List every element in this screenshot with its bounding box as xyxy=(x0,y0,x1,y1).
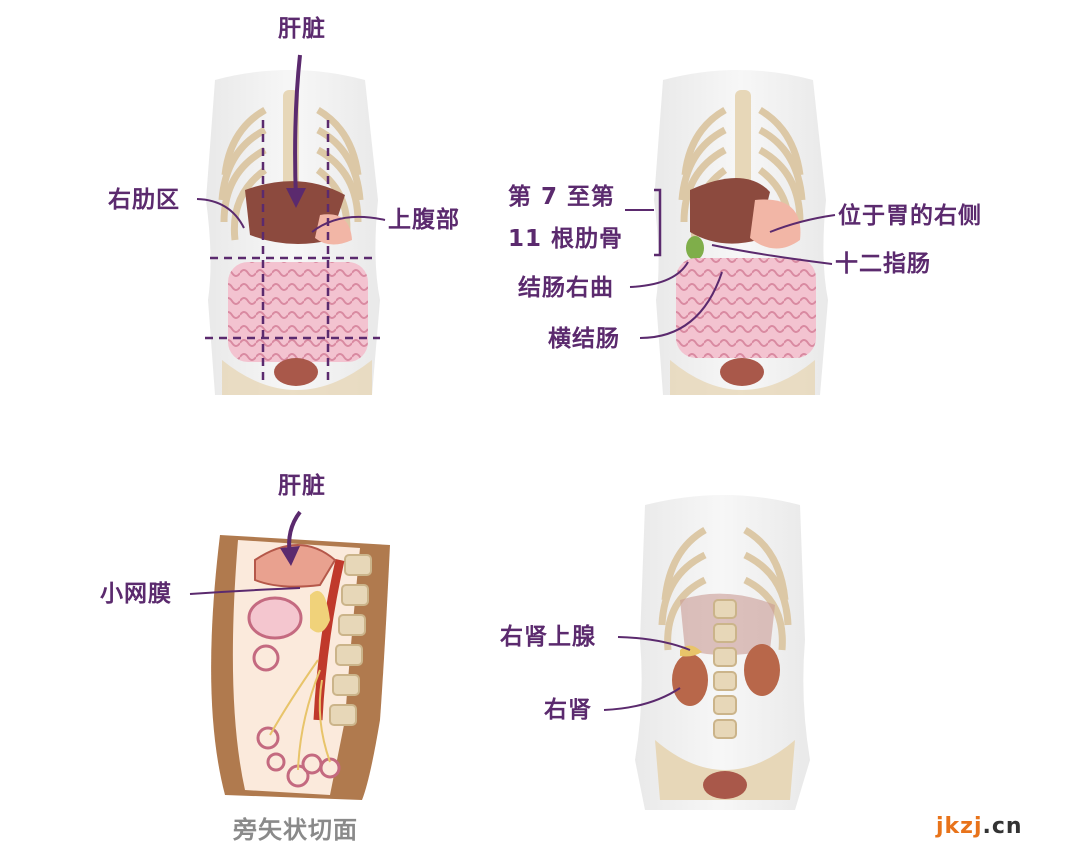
label-ribs-line1: 第 7 至第 xyxy=(508,184,616,210)
right-kidney-shape xyxy=(672,654,708,706)
leader-transverse-colon xyxy=(639,271,723,339)
leader-hepatic-flexure xyxy=(629,261,689,288)
watermark-domain: jkzj xyxy=(936,814,983,839)
panel-sagittal xyxy=(189,510,390,800)
leader-kidney xyxy=(603,687,681,711)
left-kidney-shape xyxy=(744,644,780,696)
label-right-hypochondrium: 右肋区 xyxy=(108,187,180,213)
leader-adrenal xyxy=(617,636,691,651)
stomach-shape-2 xyxy=(750,199,801,249)
pelvis-2 xyxy=(670,360,815,395)
rib-cage-2 xyxy=(678,106,806,241)
watermark-tld: .cn xyxy=(982,814,1023,839)
label-hepatic-flexure: 结肠右曲 xyxy=(518,275,614,301)
label-duodenum: 十二指肠 xyxy=(835,251,931,277)
gallbladder-shape xyxy=(686,236,704,260)
label-liver: 肝脏 xyxy=(278,16,326,42)
mesentery xyxy=(269,659,331,771)
sternum-2 xyxy=(735,90,751,200)
leader-duodenum xyxy=(711,244,833,265)
leader-lesser-omentum xyxy=(189,587,301,595)
bracket-ribs xyxy=(654,188,662,257)
stomach-sagittal xyxy=(247,596,303,640)
rib-cage-3 xyxy=(658,526,792,651)
caption-sagittal-section: 旁矢状切面 xyxy=(233,816,358,844)
region-grid-lines xyxy=(205,120,380,385)
arrow-liver xyxy=(293,54,302,201)
bladder-shape-2 xyxy=(720,358,764,386)
panel-front-regions xyxy=(196,54,386,395)
vertebrae xyxy=(329,554,372,726)
label-liver-sagittal: 肝脏 xyxy=(278,473,326,499)
label-right-of-stomach: 位于胃的右侧 xyxy=(838,203,982,229)
arrow-liver-sagittal-head xyxy=(280,546,300,566)
panel-front-position xyxy=(625,70,836,395)
label-lesser-omentum: 小网膜 xyxy=(100,581,172,607)
label-transverse-colon: 横结肠 xyxy=(548,326,620,352)
intestines-shape xyxy=(228,262,368,362)
stomach-shape xyxy=(315,214,352,245)
bladder-shape xyxy=(274,358,318,386)
rib-cage xyxy=(218,106,364,241)
pelvis-3 xyxy=(655,740,795,800)
label-adrenal-gland: 右肾上腺 xyxy=(500,624,596,650)
panel-kidney xyxy=(603,495,810,810)
label-right-kidney: 右肾 xyxy=(544,697,592,723)
leader-right-of-stomach xyxy=(769,214,836,233)
label-ribs-line2: 11 根肋骨 xyxy=(508,226,624,252)
leader-epigastrium xyxy=(311,215,386,233)
bladder-shape-3 xyxy=(703,771,747,799)
label-epigastrium: 上腹部 xyxy=(388,207,460,233)
leader-right-hypochondrium xyxy=(196,198,245,229)
pelvis xyxy=(222,360,372,395)
watermark: jkzj.cn xyxy=(936,814,1023,839)
intestines-shape-2 xyxy=(676,258,816,358)
pancreas-sagittal xyxy=(310,590,330,633)
arrow-liver-head xyxy=(286,188,306,208)
liver-shape-2 xyxy=(690,177,770,244)
liver-sagittal xyxy=(254,544,337,588)
spine xyxy=(713,599,737,739)
